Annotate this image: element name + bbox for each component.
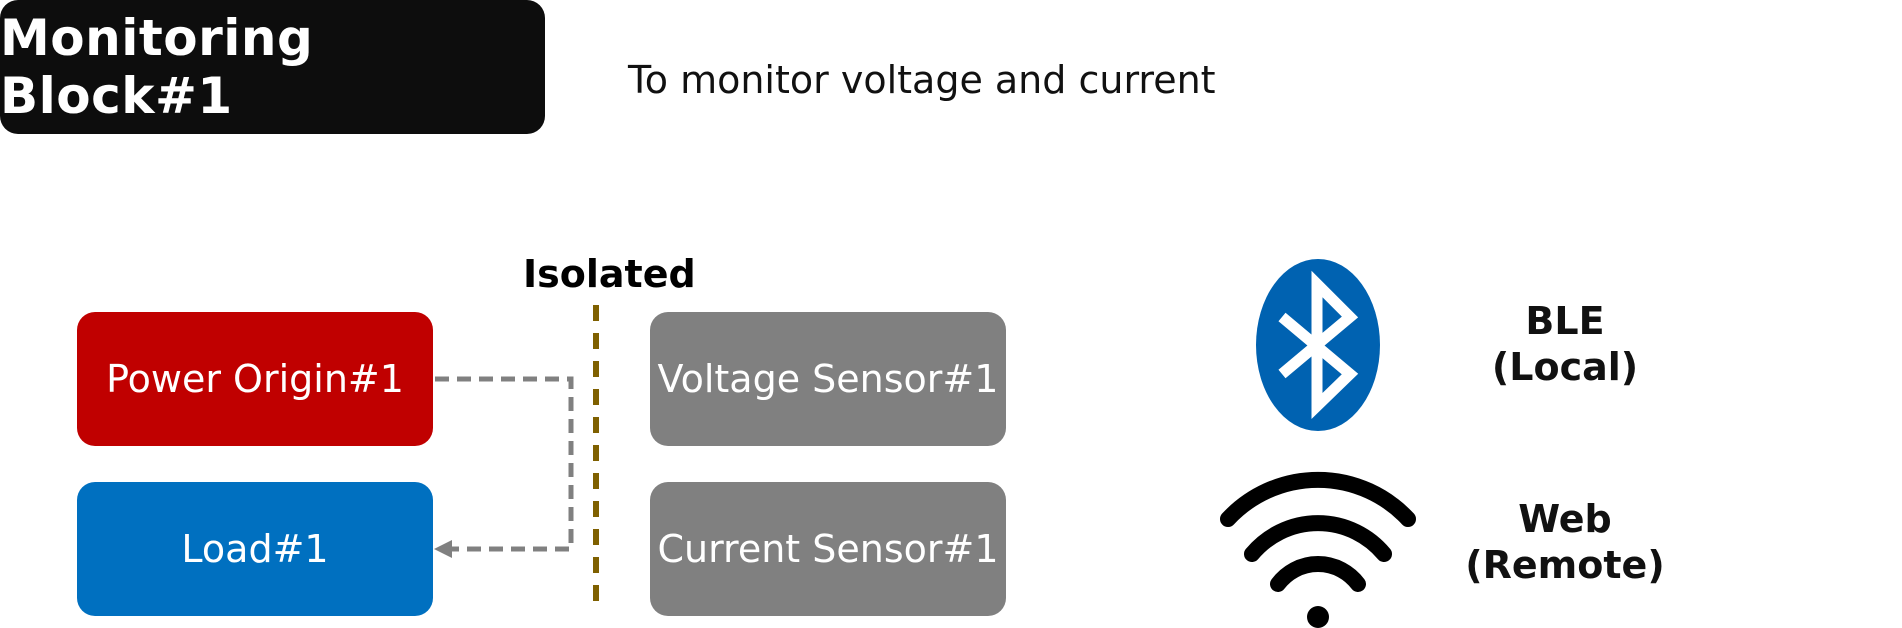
ble-label-line2: (Local) (1491, 345, 1639, 389)
web-label-line2: (Remote) (1465, 543, 1665, 587)
current-sensor-block: Current Sensor#1 (650, 482, 1006, 616)
power-origin-block: Power Origin#1 (77, 312, 433, 446)
bluetooth-icon (1256, 259, 1380, 431)
connector-arrowhead (434, 540, 452, 558)
page-description: To monitor voltage and current (628, 58, 1216, 102)
voltage-sensor-block: Voltage Sensor#1 (650, 312, 1006, 446)
web-label-line1: Web (1518, 497, 1612, 541)
power-to-load-connector (435, 376, 574, 552)
load-block: Load#1 (77, 482, 433, 616)
wifi-icon (1220, 471, 1416, 628)
ble-label: BLE (Local) (1480, 298, 1650, 390)
isolation-label: Isolated (523, 252, 696, 296)
web-label: Web (Remote) (1465, 496, 1665, 588)
page-title: Monitoring Block#1 (0, 0, 545, 134)
ble-label-line1: BLE (1525, 299, 1605, 343)
